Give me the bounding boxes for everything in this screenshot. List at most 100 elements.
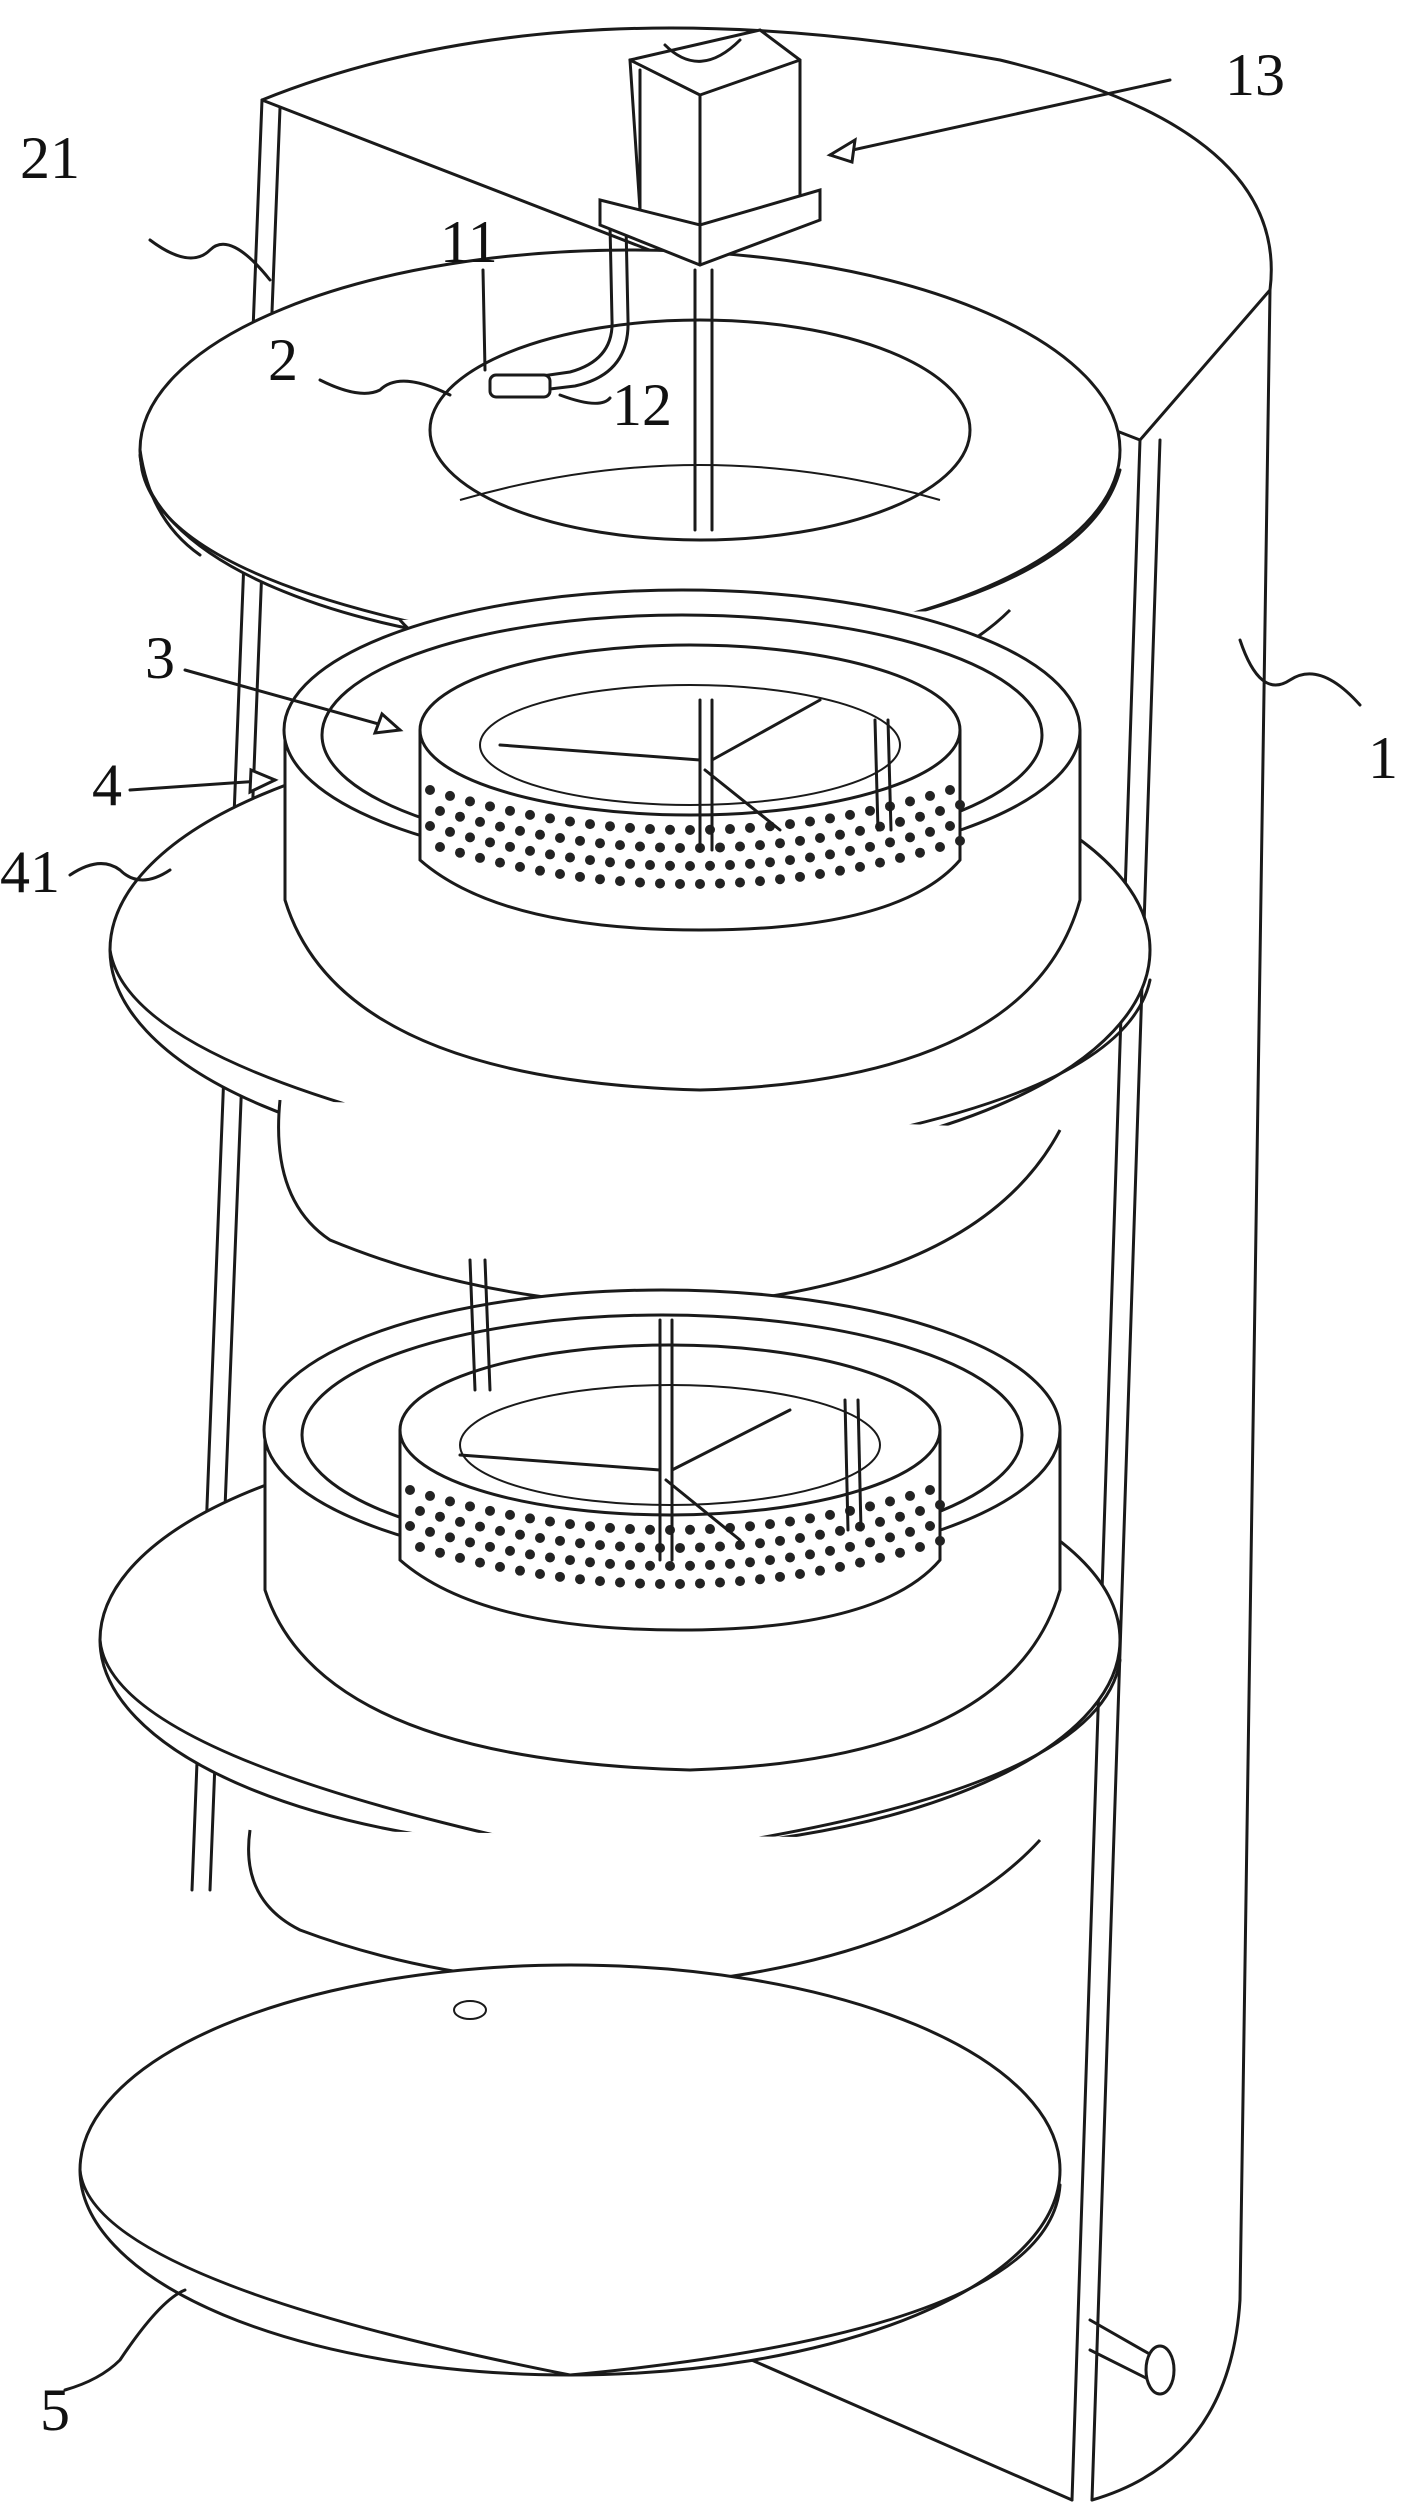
perforation-hole xyxy=(475,852,485,863)
label-13: 13 xyxy=(1225,42,1285,108)
perforation-hole xyxy=(735,1576,745,1587)
bottom-plate xyxy=(78,1963,1176,2396)
perforation-hole xyxy=(655,1578,665,1589)
label-5: 5 xyxy=(40,2377,70,2443)
perforation-hole xyxy=(765,1555,775,1566)
perforation-hole xyxy=(925,1485,935,1495)
perforation-hole xyxy=(585,1521,595,1532)
perforation-hole xyxy=(675,878,685,889)
perforation-hole xyxy=(795,835,805,846)
perforation-hole xyxy=(535,865,545,876)
perforation-hole xyxy=(775,1571,785,1582)
perforation-hole xyxy=(905,832,915,843)
perforation-hole xyxy=(495,1525,505,1536)
perforation-hole xyxy=(685,825,695,835)
perforation-hole xyxy=(735,877,745,888)
perforation-hole xyxy=(435,806,445,817)
perforation-hole xyxy=(445,1532,455,1543)
perforation-hole xyxy=(445,1496,455,1507)
perforation-hole xyxy=(905,1526,915,1537)
perforation-hole xyxy=(665,1561,675,1571)
perforation-hole xyxy=(915,1506,925,1517)
perforation-hole xyxy=(765,1519,775,1530)
label-1: 1 xyxy=(1368,725,1398,791)
perforation-hole xyxy=(845,845,855,856)
perforation-hole xyxy=(805,1549,815,1560)
perforation-hole xyxy=(795,1533,805,1543)
perforation-hole xyxy=(925,1521,935,1531)
perforation-hole xyxy=(815,833,825,843)
perforation-hole xyxy=(615,840,625,851)
perforation-hole xyxy=(425,821,435,831)
perforation-hole xyxy=(755,1574,765,1585)
perforation-hole xyxy=(865,841,875,852)
perforation-hole xyxy=(885,1532,895,1543)
perforation-hole xyxy=(425,785,435,795)
perforation-hole xyxy=(415,1506,425,1517)
part-labels: 13 21 11 2 12 3 4 41 1 5 xyxy=(0,42,1398,2443)
perforation-hole xyxy=(565,816,575,827)
perforation-hole xyxy=(565,852,575,863)
perforation-hole xyxy=(625,1560,635,1571)
perforation-hole xyxy=(955,835,965,846)
perforation-hole xyxy=(945,821,955,831)
perforation-hole xyxy=(635,1578,645,1589)
perforation-hole xyxy=(895,1511,905,1522)
perforation-hole xyxy=(595,874,605,885)
perforation-hole xyxy=(485,1505,495,1516)
perforation-hole xyxy=(955,799,965,810)
perforation-hole xyxy=(405,1521,415,1531)
perforation-hole xyxy=(595,1576,605,1587)
perforation-hole xyxy=(485,837,495,848)
perforation-hole xyxy=(795,871,805,882)
perforation-hole xyxy=(745,1521,755,1532)
label-4: 4 xyxy=(92,752,122,818)
perforation-hole xyxy=(625,1524,635,1535)
perforation-hole xyxy=(745,1557,755,1568)
perforation-hole xyxy=(425,1490,435,1501)
perforation-hole xyxy=(625,858,635,869)
perforation-hole xyxy=(535,1533,545,1543)
perforation-hole xyxy=(485,1541,495,1552)
perforation-hole xyxy=(905,796,915,807)
perforation-hole xyxy=(675,842,685,853)
perforation-hole xyxy=(815,1529,825,1540)
perforation-hole xyxy=(835,1525,845,1536)
perforation-hole xyxy=(925,826,935,837)
perforation-hole xyxy=(895,852,905,863)
perforation-hole xyxy=(845,1541,855,1552)
perforation-hole xyxy=(455,1552,465,1563)
perforation-hole xyxy=(465,796,475,807)
perforation-hole xyxy=(715,1541,725,1552)
perforation-hole xyxy=(495,821,505,832)
perforation-hole xyxy=(815,869,825,879)
perforation-hole xyxy=(645,860,655,871)
perforation-hole xyxy=(695,1542,705,1553)
perforation-hole xyxy=(775,1535,785,1546)
perforation-hole xyxy=(875,857,885,868)
perforation-hole xyxy=(475,1521,485,1532)
perforation-hole xyxy=(595,838,605,849)
perforation-hole xyxy=(935,806,945,817)
perforation-hole xyxy=(635,877,645,888)
perforation-hole xyxy=(725,1558,735,1569)
perforation-hole xyxy=(765,857,775,868)
perforation-hole xyxy=(915,847,925,858)
perforation-hole xyxy=(865,1537,875,1548)
perforation-hole xyxy=(475,816,485,827)
perforation-hole xyxy=(615,1577,625,1588)
perforation-hole xyxy=(885,837,895,848)
perforation-hole xyxy=(575,871,585,882)
perforation-hole xyxy=(505,841,515,852)
perforation-hole xyxy=(555,869,565,879)
perforation-hole xyxy=(855,1557,865,1568)
perforation-hole xyxy=(515,1529,525,1540)
perforation-hole xyxy=(715,1577,725,1588)
perforation-hole xyxy=(535,829,545,840)
label-2: 2 xyxy=(268,327,298,393)
label-21: 21 xyxy=(20,125,80,191)
label-41: 41 xyxy=(0,839,60,905)
perforation-hole xyxy=(675,1578,685,1589)
perforation-hole xyxy=(755,876,765,887)
